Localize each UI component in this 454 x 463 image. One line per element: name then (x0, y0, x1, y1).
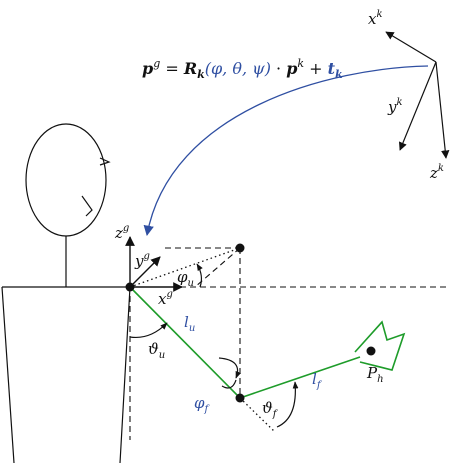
global-y-label: yg (134, 251, 150, 270)
nose-outline (99, 157, 111, 166)
upper-arm-link (129, 286, 241, 399)
phi-f-rotation-arc (218, 357, 242, 379)
hand-gripper (354, 320, 406, 371)
theta-u-label: ϑu (148, 340, 165, 361)
ear-outline (81, 195, 93, 217)
upper-arm-extension-dotted (239, 397, 276, 433)
forearm-link (239, 356, 361, 399)
angle-arcs (129, 263, 299, 428)
horizontal-projection-dotted (129, 247, 241, 288)
phi-u-arc (196, 263, 203, 288)
local-y-axis (398, 61, 437, 151)
local-x-label: xk (368, 9, 383, 28)
formula-rotation-args: (φ, θ, ψ) (205, 59, 271, 78)
local-frame-axes (385, 31, 450, 159)
formula-translation: t (328, 59, 336, 78)
theta-f-arc (276, 381, 299, 428)
upper-arm-length-label: lu (184, 313, 195, 334)
global-y-axis (129, 256, 161, 288)
theta-u-arc (129, 322, 168, 339)
elbow-joint (235, 393, 245, 403)
global-frame-axes (125, 236, 183, 292)
formula-rotation: R (183, 59, 197, 78)
transform-formula: pg = Rk(φ, θ, ψ) · pk + tk (142, 57, 343, 81)
torso-outline (1, 286, 131, 463)
elbow-projection-point (235, 243, 245, 253)
formula-pk: p (286, 59, 297, 78)
global-x-label: xg (158, 289, 173, 308)
human-figure (1, 123, 131, 463)
forearm-length-label: lf (312, 370, 323, 391)
transformation-arrow (143, 65, 429, 237)
local-x-axis (385, 31, 437, 63)
phi-f-label: φf (194, 394, 211, 415)
hand-point-label: Ph (366, 364, 384, 385)
hand-point (366, 346, 376, 356)
formula-pg: p (142, 59, 153, 78)
global-z-label: zg (114, 223, 129, 242)
head-outline (25, 123, 107, 237)
local-z-label: zk (429, 163, 444, 182)
theta-f-label: ϑf (262, 399, 279, 420)
local-y-label: yk (387, 97, 403, 116)
arm-links (129, 286, 406, 399)
phi-u-label: φu (177, 268, 194, 289)
local-z-axis (435, 61, 450, 159)
phi-f-rotation-tail (221, 379, 237, 389)
